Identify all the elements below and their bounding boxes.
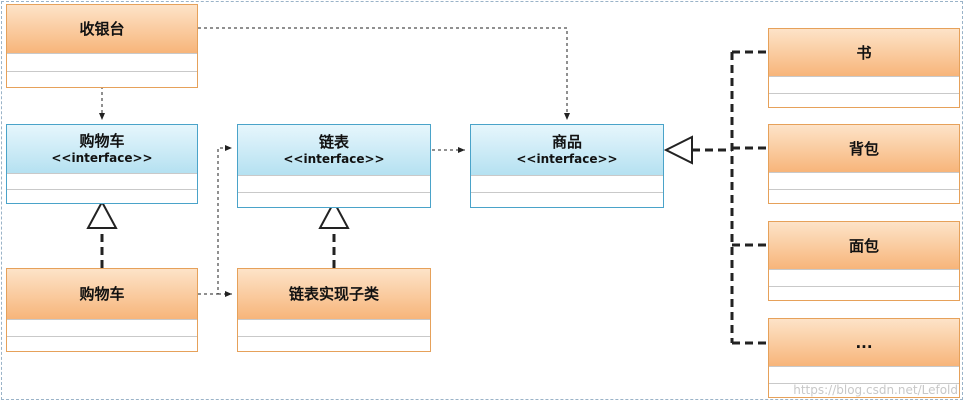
class-book-name: 书 xyxy=(856,43,872,62)
class-linkedlist-interface-methods xyxy=(238,192,430,207)
class-linkedlist-impl-name: 链表实现子类 xyxy=(288,285,379,303)
class-cart-impl-methods xyxy=(7,336,197,351)
class-cashier[interactable]: 收银台 xyxy=(6,4,198,88)
class-cart-interface-name: 购物车 xyxy=(79,132,125,150)
class-backpack-header: 背包 xyxy=(769,125,959,172)
class-backpack-methods xyxy=(769,189,959,203)
class-linkedlist-impl-header: 链表实现子类 xyxy=(238,269,430,319)
watermark: https://blog.csdn.net/Lefold xyxy=(793,383,958,397)
class-cashier-name: 收银台 xyxy=(79,20,125,38)
realization-cart-arrowhead xyxy=(86,199,118,229)
class-cashier-methods xyxy=(7,71,197,87)
class-cart-interface-header: 购物车 <<interface>> xyxy=(7,125,197,173)
class-more-attributes xyxy=(769,366,959,383)
class-bread-header: 面包 xyxy=(769,222,959,269)
class-backpack[interactable]: 背包 xyxy=(768,124,960,204)
class-linkedlist-impl[interactable]: 链表实现子类 xyxy=(237,268,431,352)
class-bread-attributes xyxy=(769,269,959,286)
class-more-methods xyxy=(769,383,959,397)
class-cart-impl-header: 购物车 xyxy=(7,269,197,319)
class-book-attributes xyxy=(769,76,959,93)
class-goods-interface-methods xyxy=(471,192,663,207)
class-backpack-attributes xyxy=(769,172,959,189)
realization-goods-arrowhead xyxy=(663,135,693,165)
class-cart-interface-stereotype: <<interface>> xyxy=(51,151,153,165)
class-linkedlist-interface[interactable]: 链表 <<interface>> xyxy=(237,124,431,208)
class-more[interactable]: ... xyxy=(768,318,960,398)
class-bread-methods xyxy=(769,286,959,300)
dependency-cart-linkedlist xyxy=(198,145,232,295)
class-book-methods xyxy=(769,93,959,107)
class-cashier-header: 收银台 xyxy=(7,5,197,53)
class-book-header: 书 xyxy=(769,29,959,76)
dependency-cashier-goods xyxy=(198,27,570,120)
class-cart-interface-methods xyxy=(7,189,197,203)
class-bread-name: 面包 xyxy=(848,236,879,255)
class-linkedlist-interface-name: 链表 xyxy=(318,133,349,151)
class-goods-interface[interactable]: 商品 <<interface>> xyxy=(470,124,664,208)
class-linkedlist-interface-header: 链表 <<interface>> xyxy=(238,125,430,175)
class-cashier-attributes xyxy=(7,53,197,71)
class-goods-interface-header: 商品 <<interface>> xyxy=(471,125,663,175)
class-cart-interface[interactable]: 购物车 <<interface>> xyxy=(6,124,198,204)
class-cart-impl-name: 购物车 xyxy=(79,285,125,303)
class-cart-interface-attributes xyxy=(7,173,197,189)
class-book[interactable]: 书 xyxy=(768,28,960,108)
class-linkedlist-impl-methods xyxy=(238,336,430,351)
class-more-header: ... xyxy=(769,319,959,366)
class-cart-impl-attributes xyxy=(7,319,197,336)
class-goods-interface-attributes xyxy=(471,175,663,192)
class-linkedlist-impl-attributes xyxy=(238,319,430,336)
class-linkedlist-interface-stereotype: <<interface>> xyxy=(283,152,385,166)
class-goods-interface-name: 商品 xyxy=(551,133,582,151)
class-linkedlist-interface-attributes xyxy=(238,175,430,192)
class-cart-impl[interactable]: 购物车 xyxy=(6,268,198,352)
class-goods-interface-stereotype: <<interface>> xyxy=(516,152,618,166)
class-bread[interactable]: 面包 xyxy=(768,221,960,301)
class-more-name: ... xyxy=(855,333,873,352)
realization-linkedlist-arrowhead xyxy=(318,199,350,229)
class-backpack-name: 背包 xyxy=(848,139,879,158)
